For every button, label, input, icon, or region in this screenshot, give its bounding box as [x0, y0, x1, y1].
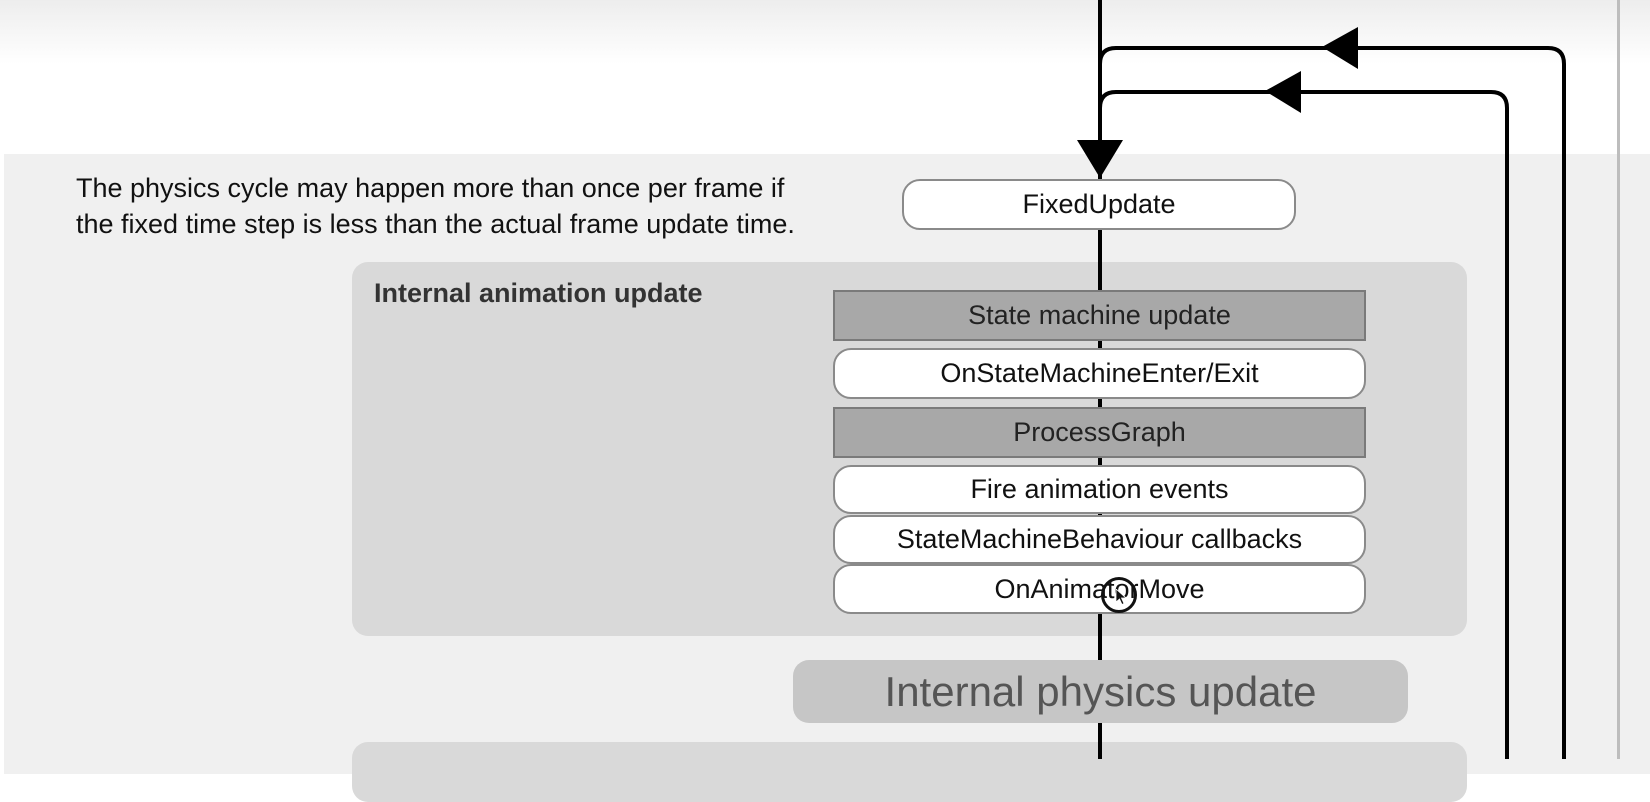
- top-background: [0, 0, 1650, 64]
- state-machine-behaviour-callbacks-node: StateMachineBehaviour callbacks: [833, 515, 1366, 564]
- on-state-machine-enter-exit-node: OnStateMachineEnter/Exit: [833, 348, 1366, 399]
- note-line-2: the fixed time step is less than the act…: [76, 209, 795, 239]
- internal-physics-update-node: Internal physics update: [793, 660, 1408, 723]
- pointer-cursor-icon: [1101, 577, 1137, 613]
- fixed-update-arrow-icon: [1077, 140, 1123, 178]
- state-machine-update-node: State machine update: [833, 290, 1366, 341]
- physics-cycle-note: The physics cycle may happen more than o…: [76, 170, 876, 242]
- outer-loop-arrow-icon: [1322, 27, 1358, 69]
- cursor-arrow-icon: [1116, 589, 1128, 605]
- on-animator-move-node: OnAnimatorMove: [833, 564, 1366, 614]
- right-divider: [1617, 0, 1620, 759]
- outer-loop-line: [1098, 46, 1566, 759]
- inner-loop-arrow-icon: [1265, 71, 1301, 113]
- fire-animation-events-node: Fire animation events: [833, 465, 1366, 514]
- fixed-update-node: FixedUpdate: [902, 179, 1296, 230]
- inner-loop-line: [1098, 90, 1509, 759]
- note-line-1: The physics cycle may happen more than o…: [76, 173, 785, 203]
- flow-lines: [1077, 0, 1566, 759]
- process-graph-node: ProcessGraph: [833, 407, 1366, 458]
- internal-animation-update-title: Internal animation update: [374, 278, 703, 308]
